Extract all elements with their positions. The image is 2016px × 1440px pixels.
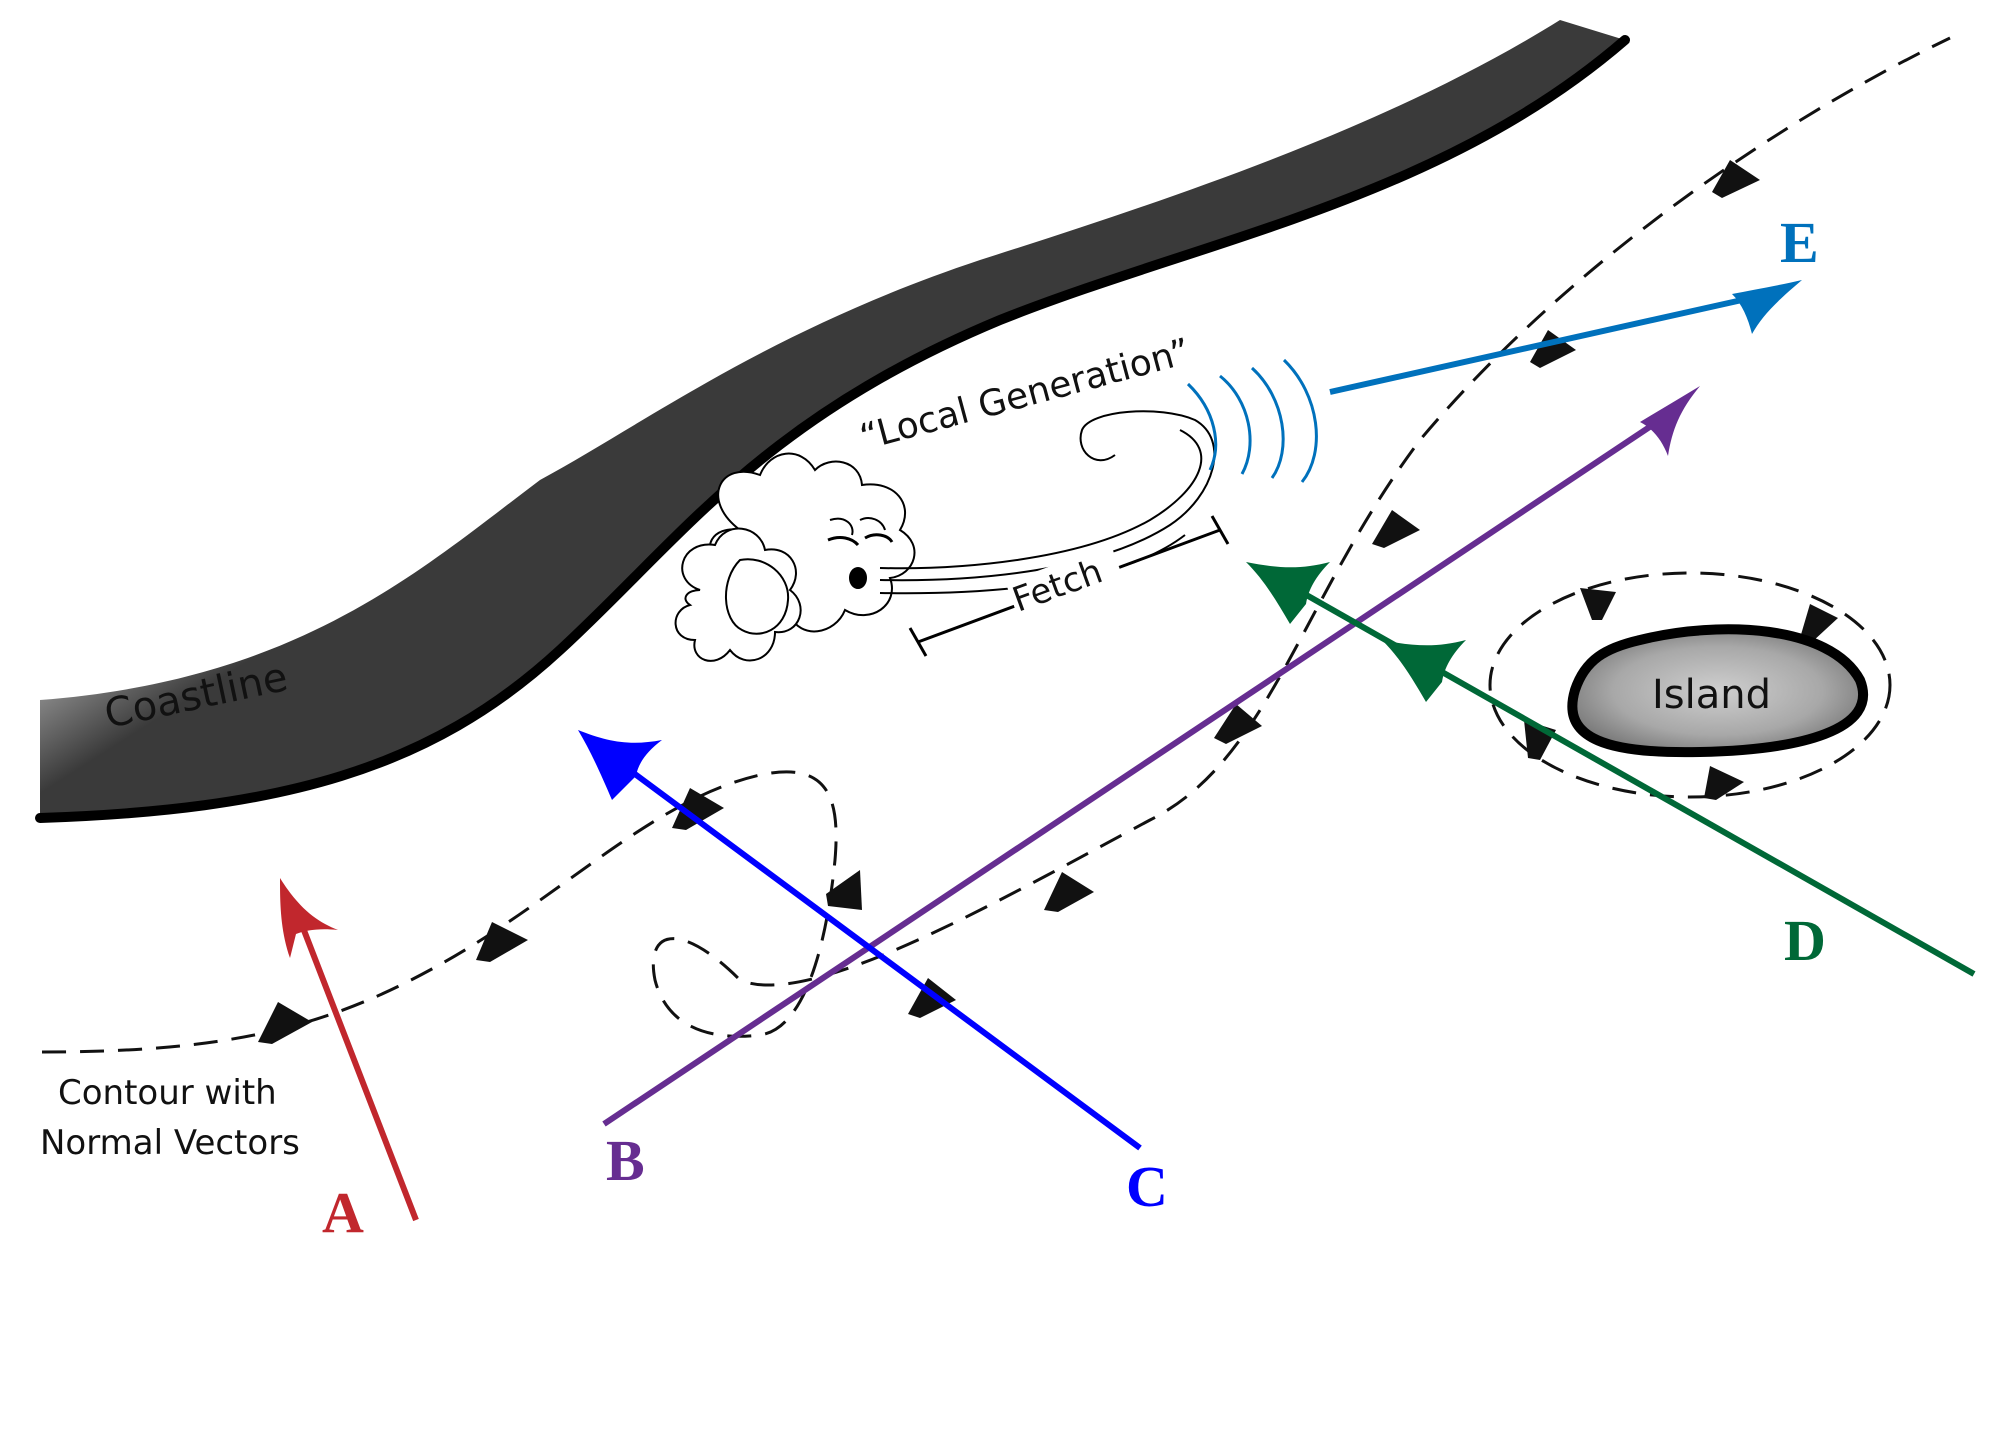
ray-a-label: A [322,1180,364,1245]
normal-arrow [1704,766,1744,800]
normal-arrow [1214,704,1262,744]
contour-island [1488,571,1892,799]
ray-d-label: D [1784,908,1826,973]
contour-label-line1: Contour with [58,1073,277,1113]
contour-main [41,36,1951,1054]
normal-arrow [908,978,956,1018]
ray-e-label: E [1780,210,1819,275]
island-label: Island [1652,672,1771,718]
normal-arrow [1800,604,1838,642]
normal-arrow [258,1002,312,1044]
normal-arrow [1044,872,1094,912]
ray-d [1246,562,1976,977]
normal-arrow [1372,510,1420,548]
wave-rings [1186,358,1318,483]
ray-c-label: C [1126,1154,1168,1219]
contour-label-line2: Normal Vectors [40,1123,300,1163]
land-shading [40,20,1625,818]
normal-arrow [672,788,724,830]
ray-b [602,386,1700,1127]
normal-arrow [1580,588,1616,620]
normal-arrow [476,922,528,962]
normal-arrow [1712,160,1760,198]
ray-b-label: B [606,1128,645,1193]
coastline [35,35,1630,823]
fetch-label-bg [1005,544,1127,626]
island [1567,624,1868,758]
normal-arrow [826,870,862,910]
ray-a [280,878,419,1222]
ray-e [1329,280,1802,395]
normal-vectors [258,160,1838,1044]
ray-c [578,730,1142,1151]
normal-arrow [1530,330,1576,368]
